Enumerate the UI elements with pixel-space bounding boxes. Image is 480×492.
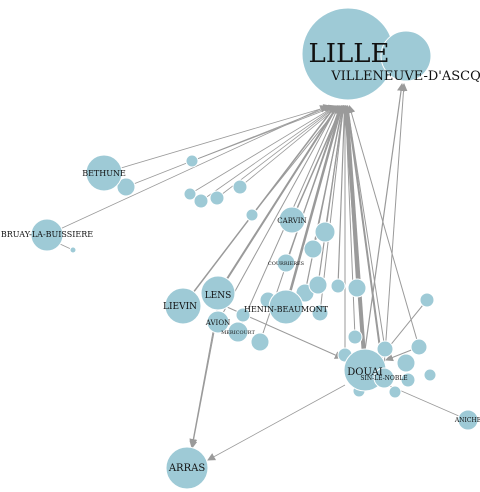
city-node-courrieres[interactable] [276, 253, 296, 273]
city-label-carvin: CARVIN [277, 217, 306, 225]
city-label-bethune: BETHUNE [82, 169, 126, 178]
city-node-small[interactable] [423, 368, 437, 382]
edge [207, 384, 346, 461]
city-label-bruay: BRUAY-LA-BUISSIERE [1, 230, 93, 239]
city-node-small[interactable] [183, 187, 197, 201]
city-node-lens[interactable] [200, 275, 236, 311]
edge [337, 105, 349, 287]
city-node-small[interactable] [314, 221, 336, 243]
edge [317, 105, 347, 286]
city-node-aniche[interactable] [457, 409, 479, 431]
city-label-courrieres: COURRIERES [268, 261, 305, 267]
city-node-small[interactable] [185, 154, 199, 168]
city-label-lens: LENS [205, 291, 232, 301]
edge [189, 105, 337, 195]
edge [182, 105, 336, 307]
city-node-small[interactable] [303, 239, 323, 259]
city-label-lille: LILLE [308, 39, 389, 69]
city-node-small[interactable] [193, 193, 209, 209]
edge [344, 105, 386, 350]
city-label-lievin: LIEVIN [163, 302, 197, 312]
city-node-small[interactable] [69, 246, 77, 254]
edges-layer [46, 83, 469, 461]
city-label-aniche: ANICHE [454, 417, 480, 424]
edge [284, 105, 344, 308]
city-node-small[interactable] [235, 307, 251, 323]
city-node-small[interactable] [400, 372, 416, 388]
city-node-small[interactable] [410, 338, 428, 356]
edge [342, 105, 367, 371]
city-node-mericourt[interactable] [227, 321, 249, 343]
city-label-arras: ARRAS [168, 463, 206, 474]
city-node-bruay[interactable] [30, 218, 64, 252]
edge [344, 105, 385, 379]
city-node-small[interactable] [311, 304, 329, 322]
city-label-douai: DOUAI [347, 367, 383, 378]
edge [189, 331, 215, 449]
city-label-mericourt: MERICOURT [221, 330, 255, 336]
city-label-villeneuve: VILLENEUVE-D'ASCQ [330, 69, 480, 84]
edge [103, 104, 332, 174]
city-node-small[interactable] [308, 275, 328, 295]
edge [200, 105, 338, 202]
city-node-lievin[interactable] [164, 287, 202, 325]
city-node-henin[interactable] [268, 289, 304, 325]
edge [304, 105, 346, 294]
city-node-small[interactable] [232, 179, 248, 195]
city-label-avion: AVION [205, 319, 230, 327]
city-node-small[interactable] [209, 190, 225, 206]
edge [347, 105, 420, 348]
city-node-small[interactable] [116, 177, 136, 197]
city-node-small[interactable] [388, 385, 402, 399]
city-node-small[interactable] [347, 329, 363, 345]
city-node-villeneuve[interactable] [380, 30, 432, 82]
city-node-bethune[interactable] [85, 154, 123, 192]
city-node-avion[interactable] [206, 310, 230, 334]
edge [364, 83, 405, 351]
city-node-sinlenoble[interactable] [373, 367, 395, 389]
city-node-small[interactable] [347, 278, 367, 298]
edge [191, 104, 337, 162]
city-node-small[interactable] [396, 353, 416, 373]
edge [239, 105, 340, 188]
edge [383, 83, 408, 369]
edge [217, 105, 339, 294]
city-node-small[interactable] [245, 208, 259, 222]
city-node-small[interactable] [250, 332, 270, 352]
city-node-arras[interactable] [165, 446, 209, 490]
city-label-henin: HENIN-BEAUMONT [244, 305, 329, 314]
edge [389, 385, 469, 421]
city-node-small[interactable] [419, 292, 435, 308]
city-node-carvin[interactable] [278, 206, 306, 234]
city-node-small[interactable] [376, 340, 394, 358]
edge [217, 105, 338, 323]
city-label-sinlenoble: SIN-LE-NOBLE [360, 375, 407, 382]
city-node-small[interactable] [330, 278, 346, 294]
